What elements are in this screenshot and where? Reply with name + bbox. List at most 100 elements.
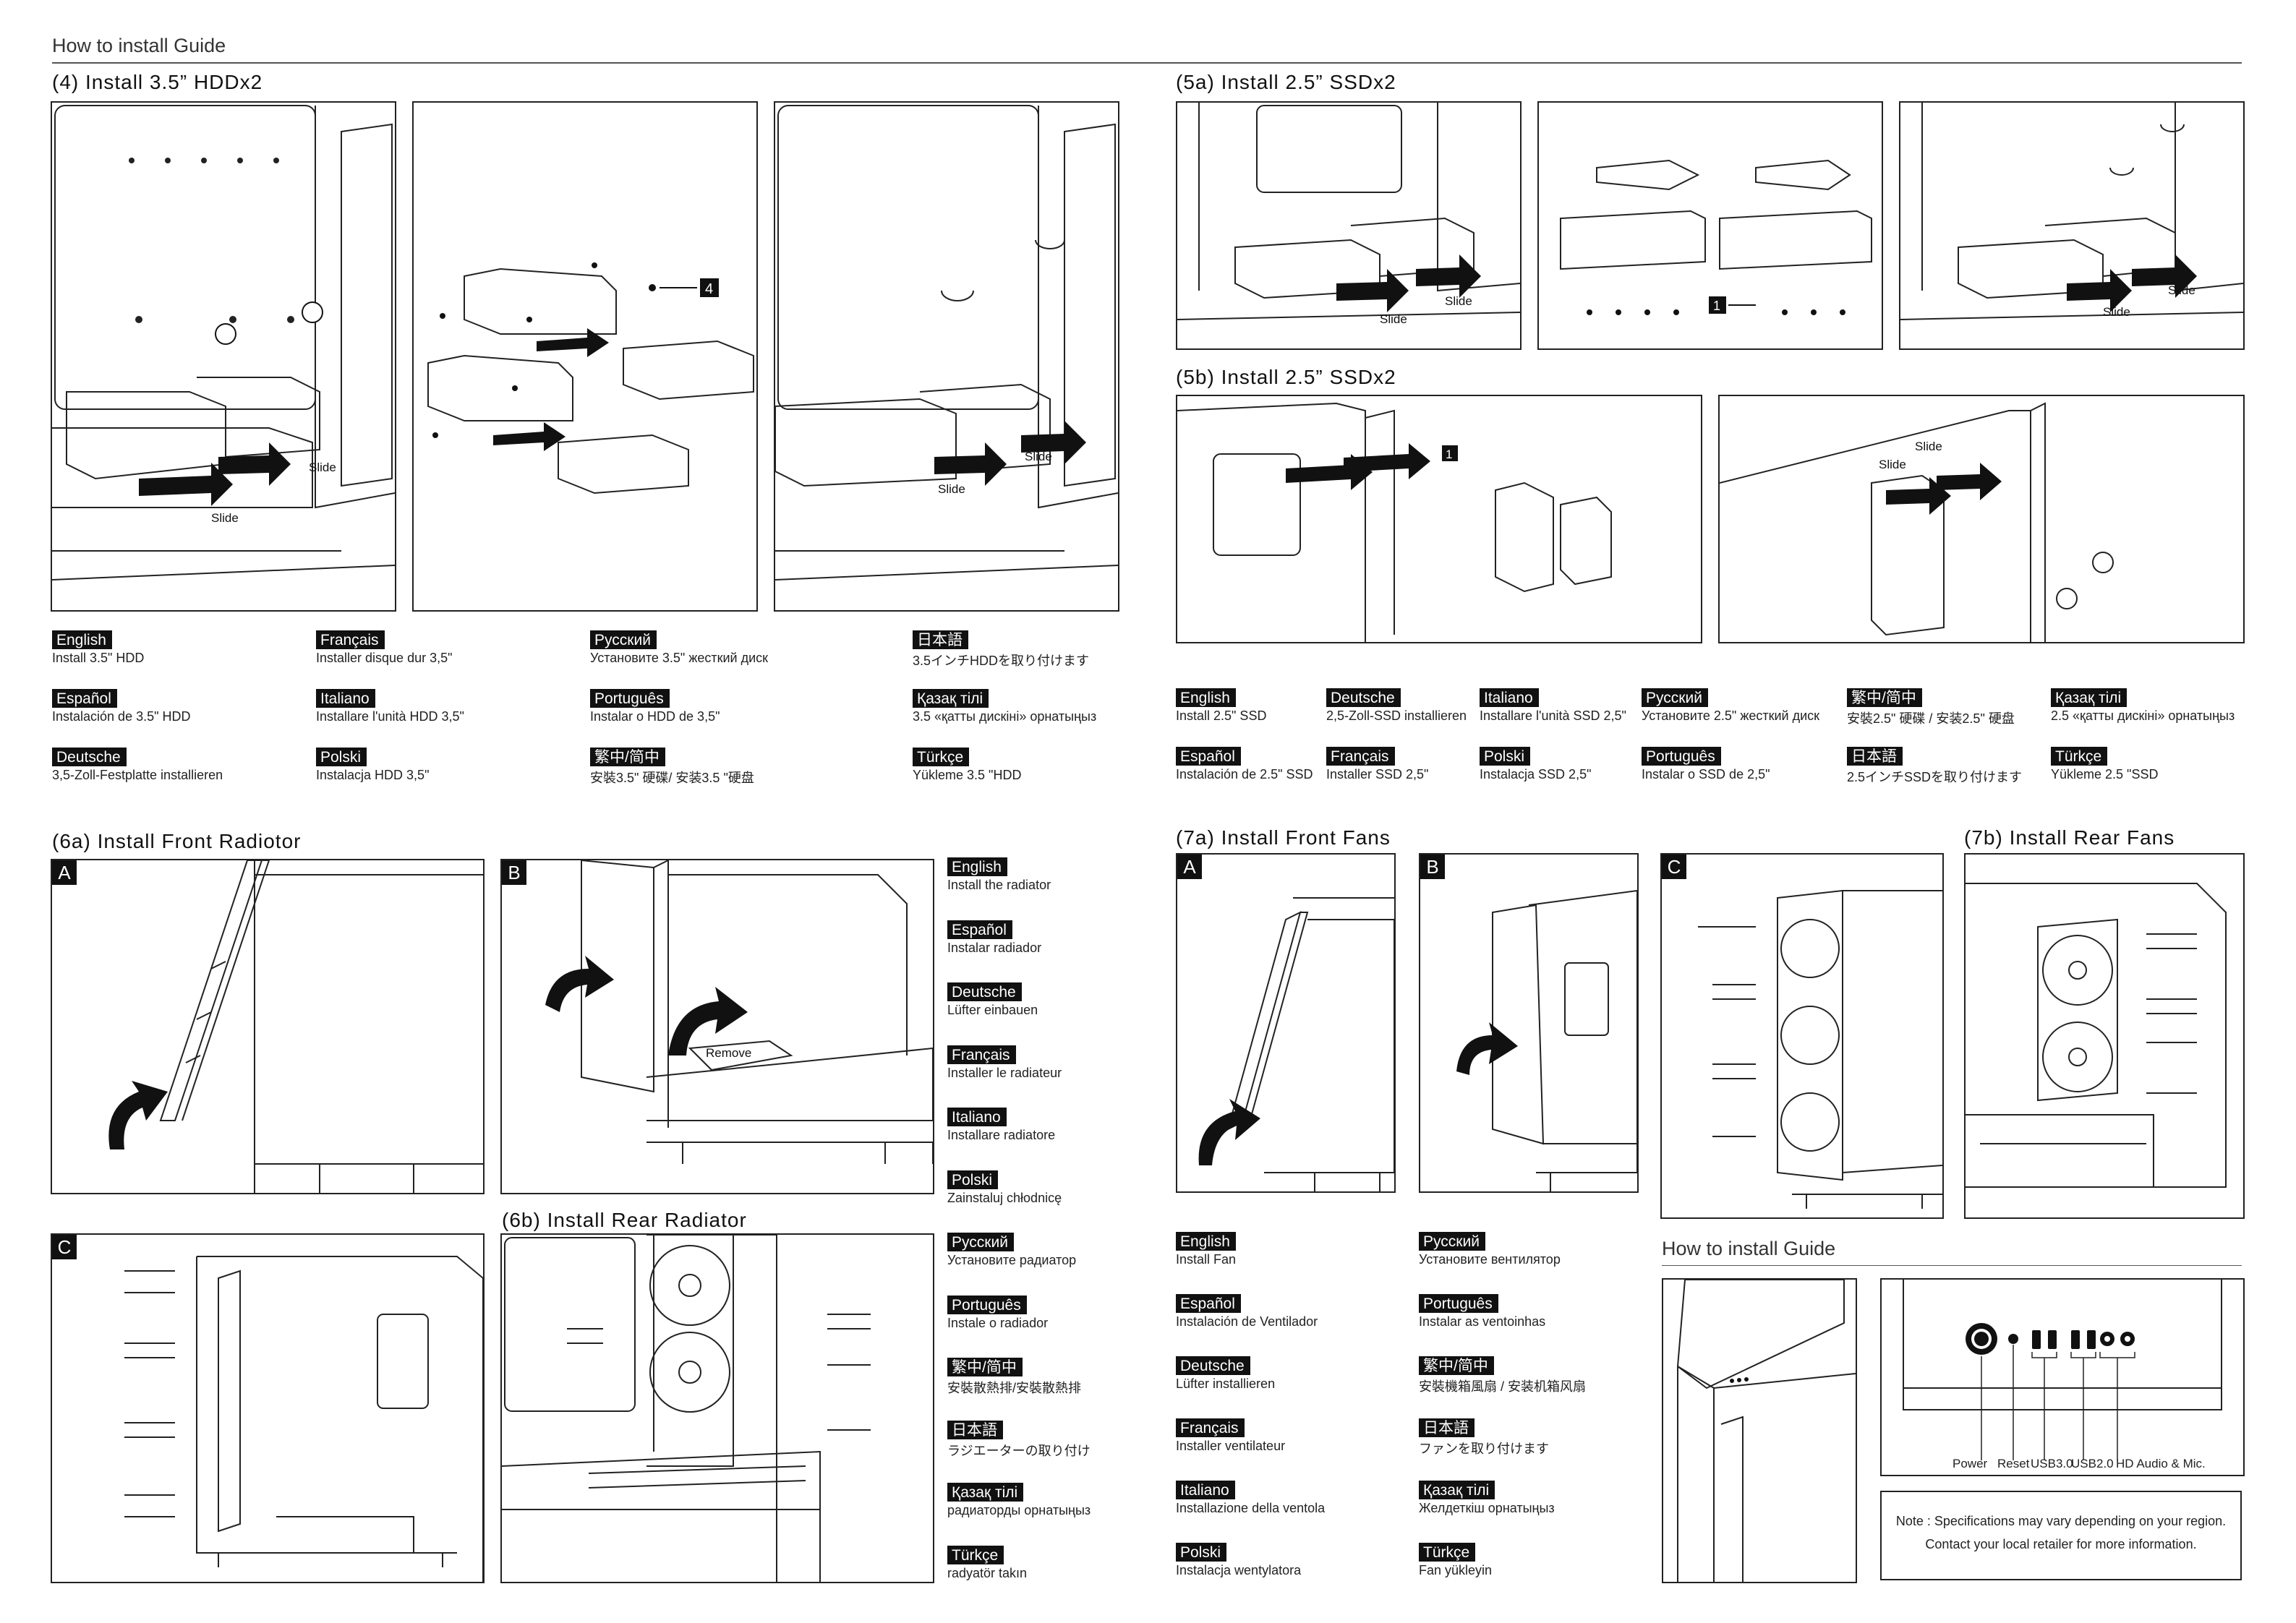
language-tag: Français: [1176, 1418, 1245, 1437]
slide-label: Slide: [2168, 283, 2195, 297]
section-title-6a: (6a) Install Front Radiotor: [52, 830, 302, 852]
language-tag: Português: [590, 689, 670, 708]
language-tag: Español: [52, 689, 117, 708]
language-tag: Polski: [1480, 747, 1531, 766]
language-tag: Deutsche: [1176, 1356, 1250, 1375]
language-instruction: radyatör takın: [947, 1565, 1028, 1580]
language-instruction: Установите 3.5" жесткий диск: [590, 651, 769, 665]
language-instruction: Yükleme 2.5 "SSD: [2051, 767, 2159, 781]
rear-radiator-panel: [500, 1233, 934, 1583]
language-tag: Türkçe: [947, 1545, 1004, 1564]
ssd-5b-panel-1: 1: [1176, 395, 1702, 643]
slide-label: Slide: [1380, 312, 1407, 326]
callout-number: 1: [1446, 447, 1452, 461]
header-divider: [52, 62, 2242, 64]
section-title-4: (4) Install 3.5” HDDx2: [52, 71, 263, 93]
language-instruction: Instale o radiador: [947, 1315, 1049, 1330]
language-instruction: Instalación de 2.5" SSD: [1176, 767, 1313, 781]
language-tag: Italiano: [947, 1108, 1007, 1126]
language-tag: Italiano: [1480, 688, 1539, 707]
language-instruction: Instalar as ventoinhas: [1419, 1314, 1546, 1329]
language-entry: 繁中/简中安裝機箱風扇 / 安装机箱风扇: [1419, 1356, 1586, 1395]
language-instruction: Installer disque dur 3,5": [316, 651, 453, 665]
power-button-icon[interactable]: [1966, 1323, 1997, 1355]
language-instruction: Fan yükleyin: [1419, 1563, 1493, 1577]
language-tag: Polski: [316, 748, 367, 766]
language-tag: Português: [1642, 747, 1721, 766]
language-instruction: Lüfter installieren: [1176, 1376, 1276, 1391]
section-title-7b: (7b) Install Rear Fans: [1964, 826, 2175, 849]
section-title-7a: (7a) Install Front Fans: [1176, 826, 1391, 849]
language-tag: Português: [947, 1295, 1027, 1314]
language-tag: Қазақ тілі: [913, 689, 989, 708]
language-instruction: Install the radiator: [947, 878, 1051, 892]
ssd-5a-panel-2: 1: [1537, 101, 1883, 350]
language-instruction: 2.5 «қатты дискіні» орнатыңыз: [2051, 708, 2235, 723]
remove-label: Remove: [706, 1046, 751, 1060]
language-tag: English: [1176, 1232, 1236, 1251]
io-guide-divider: [1662, 1265, 2242, 1266]
language-tag: Français: [1326, 747, 1395, 766]
usb3-port-icon: [2032, 1330, 2057, 1349]
language-instruction: Install 2.5" SSD: [1176, 708, 1267, 723]
language-instruction: Instalar o SSD de 2,5": [1642, 767, 1770, 781]
power-label: Power: [1953, 1457, 1988, 1470]
language-tag: English: [52, 630, 112, 649]
language-instruction: Zainstaluj chłodnicę: [947, 1190, 1062, 1205]
language-instruction: Installer SSD 2,5": [1326, 767, 1429, 781]
language-tag: Türkçe: [1419, 1543, 1476, 1562]
language-instruction: Установите вентилятор: [1419, 1252, 1561, 1267]
language-tag: 日本語: [913, 630, 968, 649]
slide-label: Slide: [211, 511, 239, 525]
language-instruction: 2,5-Zoll-SSD installieren: [1326, 708, 1467, 723]
language-instruction: 3.5 «қатты дискіні» орнатыңыз: [913, 709, 1097, 724]
step-letter: B: [502, 860, 526, 885]
language-instruction: Instalacja HDD 3,5": [316, 768, 430, 782]
radiator-step-c: C: [51, 1233, 485, 1583]
language-instruction: Yükleme 3.5 "HDD: [913, 768, 1022, 782]
step-letter: C: [1662, 855, 1686, 879]
step-letter: A: [1177, 855, 1202, 879]
step-letter: C: [52, 1235, 77, 1259]
language-tag: 繁中/简中: [1419, 1356, 1494, 1375]
language-instruction: Instalación de Ventilador: [1176, 1314, 1318, 1329]
slide-label: Slide: [1025, 450, 1052, 463]
language-instruction: радиаторды орнатыңыз: [947, 1503, 1091, 1517]
language-instruction: 3,5-Zoll-Festplatte installieren: [52, 768, 223, 782]
section-title-6b: (6b) Install Rear Radiator: [502, 1209, 747, 1231]
io-panel: Power Reset USB3.0 USB2.0 HD Audio & Mic…: [1880, 1278, 2245, 1476]
io-guide-title: How to install Guide: [1662, 1238, 1836, 1259]
slide-label: Slide: [1445, 294, 1472, 308]
language-tag: Қазақ тілі: [947, 1483, 1024, 1502]
language-tag: Português: [1419, 1294, 1498, 1313]
language-tag: Français: [316, 630, 385, 649]
callout-number: 1: [1713, 299, 1720, 313]
reset-button-icon[interactable]: [2008, 1334, 2018, 1344]
page-title: How to install Guide: [52, 35, 226, 56]
spec-note: Note : Specifications may vary depending…: [1880, 1491, 2242, 1580]
language-instruction: 安裝散熱排/安裝散熱排: [947, 1381, 1081, 1395]
section-title-5a: (5a) Install 2.5” SSDx2: [1176, 71, 1396, 93]
slide-label: Slide: [309, 461, 336, 474]
language-tag: English: [1176, 688, 1236, 707]
radiator-step-b: B Remove: [500, 859, 934, 1194]
slide-label: Slide: [1879, 458, 1906, 471]
